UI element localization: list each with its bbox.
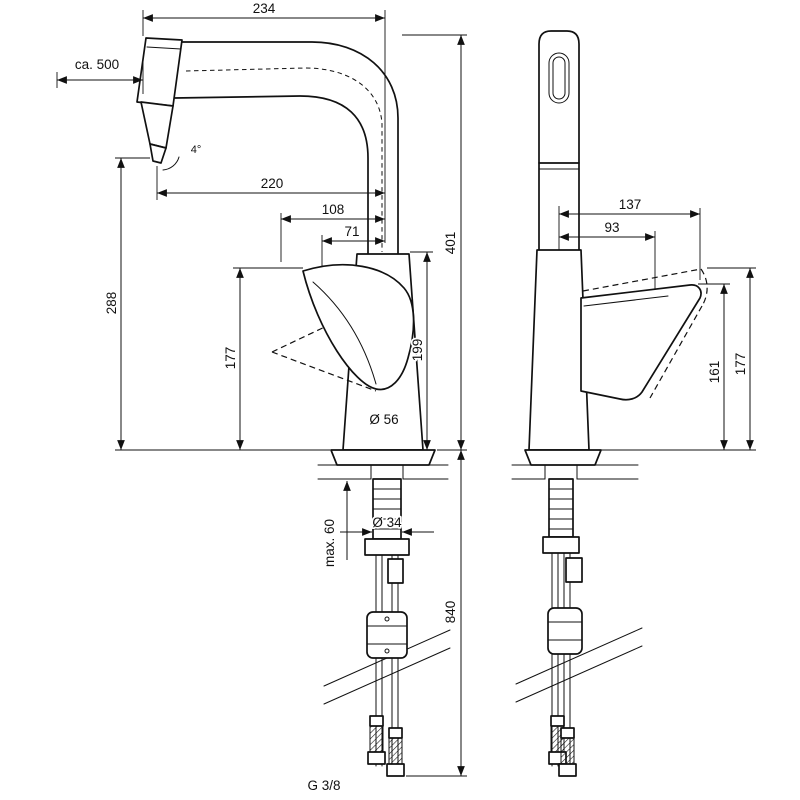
dim-840-label: 840	[443, 601, 458, 624]
mounting-shank	[364, 478, 410, 556]
dim-108: 108	[280, 200, 385, 262]
dim-234: 234	[142, 0, 386, 243]
dim-71: 71	[321, 222, 385, 266]
dim-137-label: 137	[619, 197, 642, 212]
dia-34-label: Ø 34	[372, 515, 402, 530]
hose-weight	[366, 611, 408, 659]
handle-alt-front	[582, 268, 708, 399]
dim-177-left-label: 177	[223, 347, 238, 370]
hose-connectors-right	[548, 715, 577, 777]
right-view: 137 93 161 177	[511, 30, 756, 777]
dim-71-label: 71	[344, 224, 359, 239]
dim-dia56: Ø 56	[368, 410, 401, 429]
hose-path-hidden-line	[185, 67, 383, 252]
dim-161-label: 161	[707, 361, 722, 384]
dim-177-right: 177	[707, 267, 756, 450]
hose-connectors-left	[367, 715, 405, 777]
head-angle-label: 4°	[191, 144, 202, 156]
spout	[174, 41, 399, 255]
shank-front	[542, 478, 580, 554]
g38-label: G 3/8	[307, 778, 340, 793]
dim-177-left: 177	[221, 267, 303, 450]
dim-199-label: 199	[410, 339, 425, 362]
dim-401: 401	[402, 34, 467, 451]
dim-93-label: 93	[604, 220, 619, 235]
dim-108-label: 108	[322, 202, 345, 217]
dim-288-label: 288	[104, 292, 119, 315]
dim-dia34: Ø 34	[340, 513, 434, 536]
handle-front	[580, 284, 702, 401]
dim-93: 93	[559, 218, 656, 290]
break-lines-right	[515, 627, 643, 703]
head-front	[538, 30, 580, 170]
spray-selector-slot	[548, 52, 570, 104]
dim-288: 288	[102, 157, 330, 451]
dim-234-label: 234	[253, 1, 276, 16]
dim-max60: max. 60	[320, 481, 351, 569]
dim-220: 220	[156, 166, 385, 200]
dim-401-label: 401	[443, 232, 458, 255]
dim-ca500: ca. 500	[56, 55, 144, 94]
pullout-spray-head	[136, 37, 183, 164]
dim-177-right-label: 177	[733, 353, 748, 376]
hose-clip-front	[565, 557, 583, 583]
lever-handle	[302, 263, 415, 391]
body-front	[528, 249, 590, 451]
dim-199: 199	[408, 251, 433, 450]
dim-ca500-label: ca. 500	[75, 57, 119, 72]
head-angle-mark: 4°	[162, 142, 203, 171]
dim-137: 137	[558, 195, 701, 280]
hose-weight-front	[547, 607, 583, 655]
max-60-label: max. 60	[322, 519, 337, 567]
dia-56-label: Ø 56	[369, 412, 398, 427]
dim-840: 840	[406, 450, 467, 777]
left-view: 4°	[56, 0, 467, 795]
base-front	[511, 449, 639, 480]
base-escutcheon	[317, 449, 449, 480]
dim-161: 161	[601, 283, 756, 451]
hose-clip	[387, 558, 404, 584]
dim-220-label: 220	[261, 176, 284, 191]
dim-g38: G 3/8	[306, 776, 343, 795]
